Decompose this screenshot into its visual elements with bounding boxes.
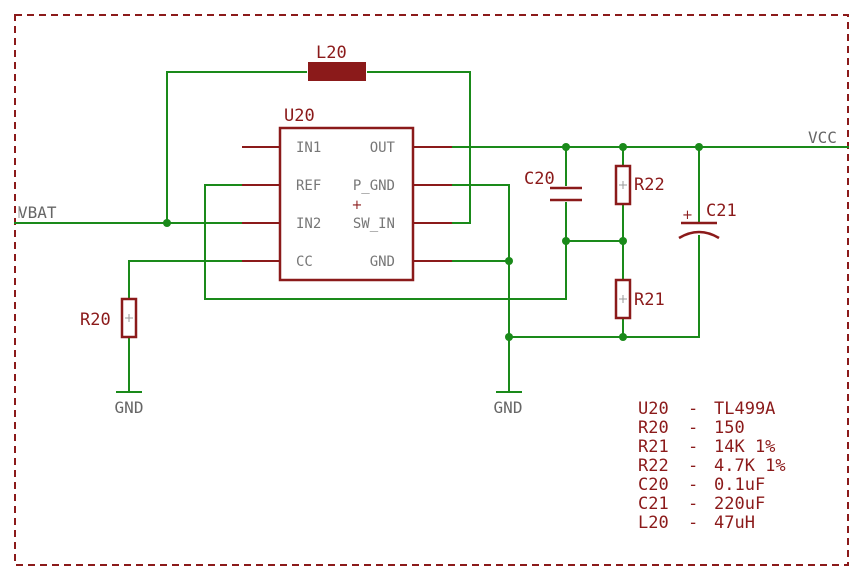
wires xyxy=(14,71,849,393)
bom-row-ref: C21 xyxy=(638,494,669,514)
junctions xyxy=(163,143,703,341)
bom-row: R20 - 150 xyxy=(638,418,745,438)
bom-row-sep: - xyxy=(688,456,698,476)
bom-row: R22 - 4.7K 1% xyxy=(638,456,786,476)
bom-row: C20 - 0.1uF xyxy=(638,475,765,495)
inductor-l20[interactable]: L20 xyxy=(308,43,366,81)
junction-divider xyxy=(619,237,627,245)
bom-row-value: 47uH xyxy=(714,513,755,533)
bom-row-ref: R21 xyxy=(638,437,669,457)
bom-row: L20 - 47uH xyxy=(638,513,755,533)
resistor-r22-label: R22 xyxy=(634,175,665,195)
bom-row-sep: - xyxy=(688,418,698,438)
ic-u20[interactable]: U20 IN1 REF IN2 CC OUT P_GND SW_IN GND + xyxy=(242,106,452,282)
net-label-vbat: VBAT xyxy=(18,203,57,222)
pin-pgnd-label: P_GND xyxy=(353,178,395,194)
pin-gnd-label: GND xyxy=(370,254,395,270)
bom-row-value: 4.7K 1% xyxy=(714,456,786,476)
ic-u20-label: U20 xyxy=(284,106,315,126)
bom-row-sep: - xyxy=(688,475,698,495)
inductor-l20-label: L20 xyxy=(316,43,347,63)
pin-in1-label: IN1 xyxy=(296,140,321,156)
pin-cc-label: CC xyxy=(296,254,313,270)
net-label-vcc: VCC xyxy=(808,128,837,147)
bom-row-sep: - xyxy=(688,437,698,457)
junction-c20-bottom xyxy=(562,237,570,245)
junction-c20-top xyxy=(562,143,570,151)
bom-row-value: TL499A xyxy=(714,399,775,419)
bom-row: U20 - TL499A xyxy=(638,399,775,419)
ground-symbol-mid: GND xyxy=(494,391,523,417)
bom-row-sep: - xyxy=(688,494,698,514)
sheet-frame xyxy=(14,14,849,566)
junction-gnd-bus-r21 xyxy=(619,333,627,341)
ground-left-label: GND xyxy=(115,398,144,417)
capacitor-c21[interactable]: + C21 xyxy=(678,201,737,240)
bom-row-ref: U20 xyxy=(638,399,669,419)
ground-symbol-left: GND xyxy=(115,391,144,417)
inductor-l20-body xyxy=(308,62,366,81)
bom-row-ref: L20 xyxy=(638,513,669,533)
capacitor-c21-label: C21 xyxy=(706,201,737,221)
capacitor-c21-plate-curved xyxy=(678,230,720,240)
bom-row-sep: - xyxy=(688,399,698,419)
bom-row-ref: C20 xyxy=(638,475,669,495)
pin-ref-label: REF xyxy=(296,178,321,194)
resistor-r21-body xyxy=(614,278,632,320)
bom-row: R21 - 14K 1% xyxy=(638,437,775,457)
resistor-r20-body xyxy=(120,297,138,339)
bom-row-value: 14K 1% xyxy=(714,437,775,457)
capacitor-c20[interactable]: C20 xyxy=(524,169,582,202)
bom-row: C21 - 220uF xyxy=(638,494,765,514)
pin-out-label: OUT xyxy=(370,140,396,156)
bom-row-value: 150 xyxy=(714,418,745,438)
bom-list: U20 - TL499A R20 - 150 R21 - 14K 1% R22 … xyxy=(638,399,786,533)
pin-swin-label: SW_IN xyxy=(353,216,395,232)
bom-row-ref: R20 xyxy=(638,418,669,438)
junction-c21-top xyxy=(695,143,703,151)
capacitor-c20-label: C20 xyxy=(524,169,555,189)
bom-row-value: 220uF xyxy=(714,494,765,514)
ic-u20-body xyxy=(278,126,415,282)
bom-row-sep: - xyxy=(688,513,698,533)
resistor-r21[interactable]: R21 xyxy=(614,278,665,320)
ic-u20-origin-mark: + xyxy=(352,198,363,213)
junction-gnd-pin xyxy=(505,257,513,265)
bom-row-value: 0.1uF xyxy=(714,475,765,495)
bom-row-ref: R22 xyxy=(638,456,669,476)
resistor-r21-label: R21 xyxy=(634,290,665,310)
pin-in2-label: IN2 xyxy=(296,216,321,232)
resistor-r22[interactable]: R22 xyxy=(614,164,665,206)
ground-mid-label: GND xyxy=(494,398,523,417)
resistor-r20-label: R20 xyxy=(80,310,111,330)
capacitor-c21-polarity: + xyxy=(682,208,693,223)
resistor-r22-body xyxy=(614,164,632,206)
resistor-r20[interactable]: R20 xyxy=(80,297,138,339)
junction-vbat xyxy=(163,219,171,227)
junction-gnd-bus-left xyxy=(505,333,513,341)
junction-r22-top xyxy=(619,143,627,151)
